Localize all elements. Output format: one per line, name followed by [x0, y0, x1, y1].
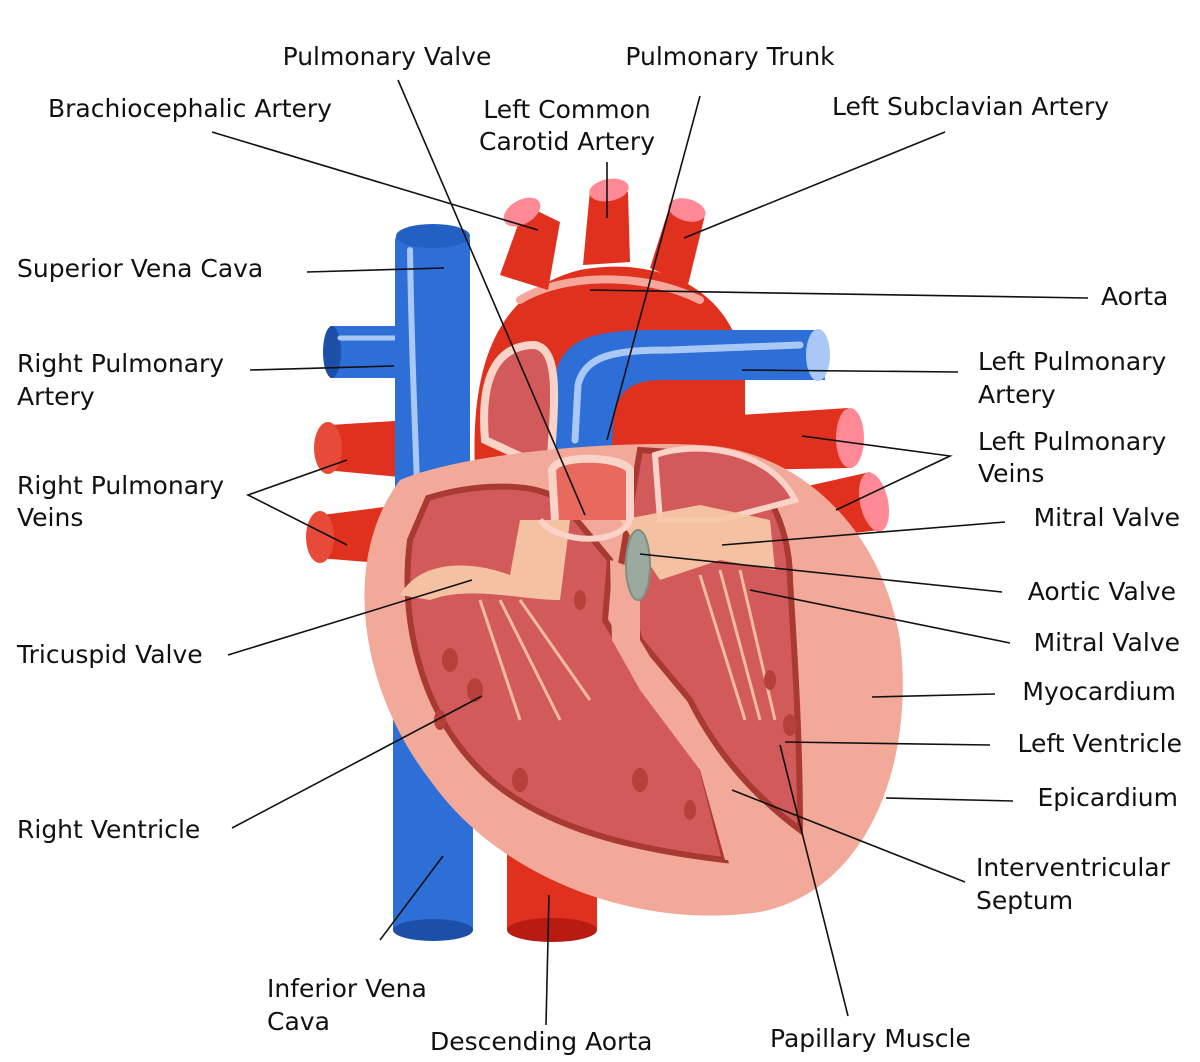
label-mitral-valve-upper: Mitral Valve: [1033, 503, 1180, 532]
label-left-pulmonary-veins-line2: Veins: [978, 459, 1045, 488]
leader-lines: [211, 79, 1089, 1026]
right-atrium: [480, 340, 559, 477]
label-interventricular-septum-line1: Interventricular: [976, 853, 1170, 882]
label-right-pulmonary-veins-line1: Right Pulmonary: [17, 471, 225, 500]
pulmonary-trunk-vessel: [555, 329, 830, 470]
label-descending-aorta: Descending Aorta: [430, 1027, 653, 1056]
label-right-ventricle: Right Ventricle: [17, 815, 201, 844]
heart-body: [364, 444, 903, 916]
label-right-pulmonary-artery-line1: Right Pulmonary: [17, 349, 225, 378]
label-left-subclavian-artery: Left Subclavian Artery: [832, 92, 1110, 121]
label-left-ventricle: Left Ventricle: [1017, 729, 1182, 758]
label-myocardium: Myocardium: [1022, 677, 1176, 706]
label-interventricular-septum-line2: Septum: [976, 886, 1074, 915]
label-left-pulmonary-artery-line2: Artery: [978, 380, 1056, 409]
label-aortic-valve: Aortic Valve: [1027, 577, 1176, 606]
label-aorta: Aorta: [1101, 282, 1169, 311]
label-brachiocephalic-artery: Brachiocephalic Artery: [48, 94, 332, 123]
label-papillary-muscle: Papillary Muscle: [770, 1024, 971, 1053]
label-superior-vena-cava: Superior Vena Cava: [17, 254, 264, 283]
label-left-common-carotid-line2: Carotid Artery: [478, 127, 655, 156]
label-left-pulmonary-artery-line1: Left Pulmonary: [978, 347, 1167, 376]
label-right-pulmonary-artery-line2: Artery: [17, 382, 95, 411]
label-tricuspid-valve: Tricuspid Valve: [17, 640, 203, 669]
label-left-common-carotid-line1: Left Common: [483, 95, 651, 124]
label-left-pulmonary-veins-line1: Left Pulmonary: [978, 427, 1167, 456]
label-pulmonary-trunk: Pulmonary Trunk: [625, 42, 835, 71]
label-inferior-vena-cava-line1: Inferior Vena: [267, 974, 427, 1003]
label-pulmonary-valve: Pulmonary Valve: [282, 42, 492, 71]
label-inferior-vena-cava-line2: Cava: [267, 1007, 330, 1036]
label-epicardium: Epicardium: [1037, 783, 1178, 812]
label-mitral-valve-lower: Mitral Valve: [1033, 628, 1180, 657]
label-right-pulmonary-veins-line2: Veins: [17, 503, 84, 532]
